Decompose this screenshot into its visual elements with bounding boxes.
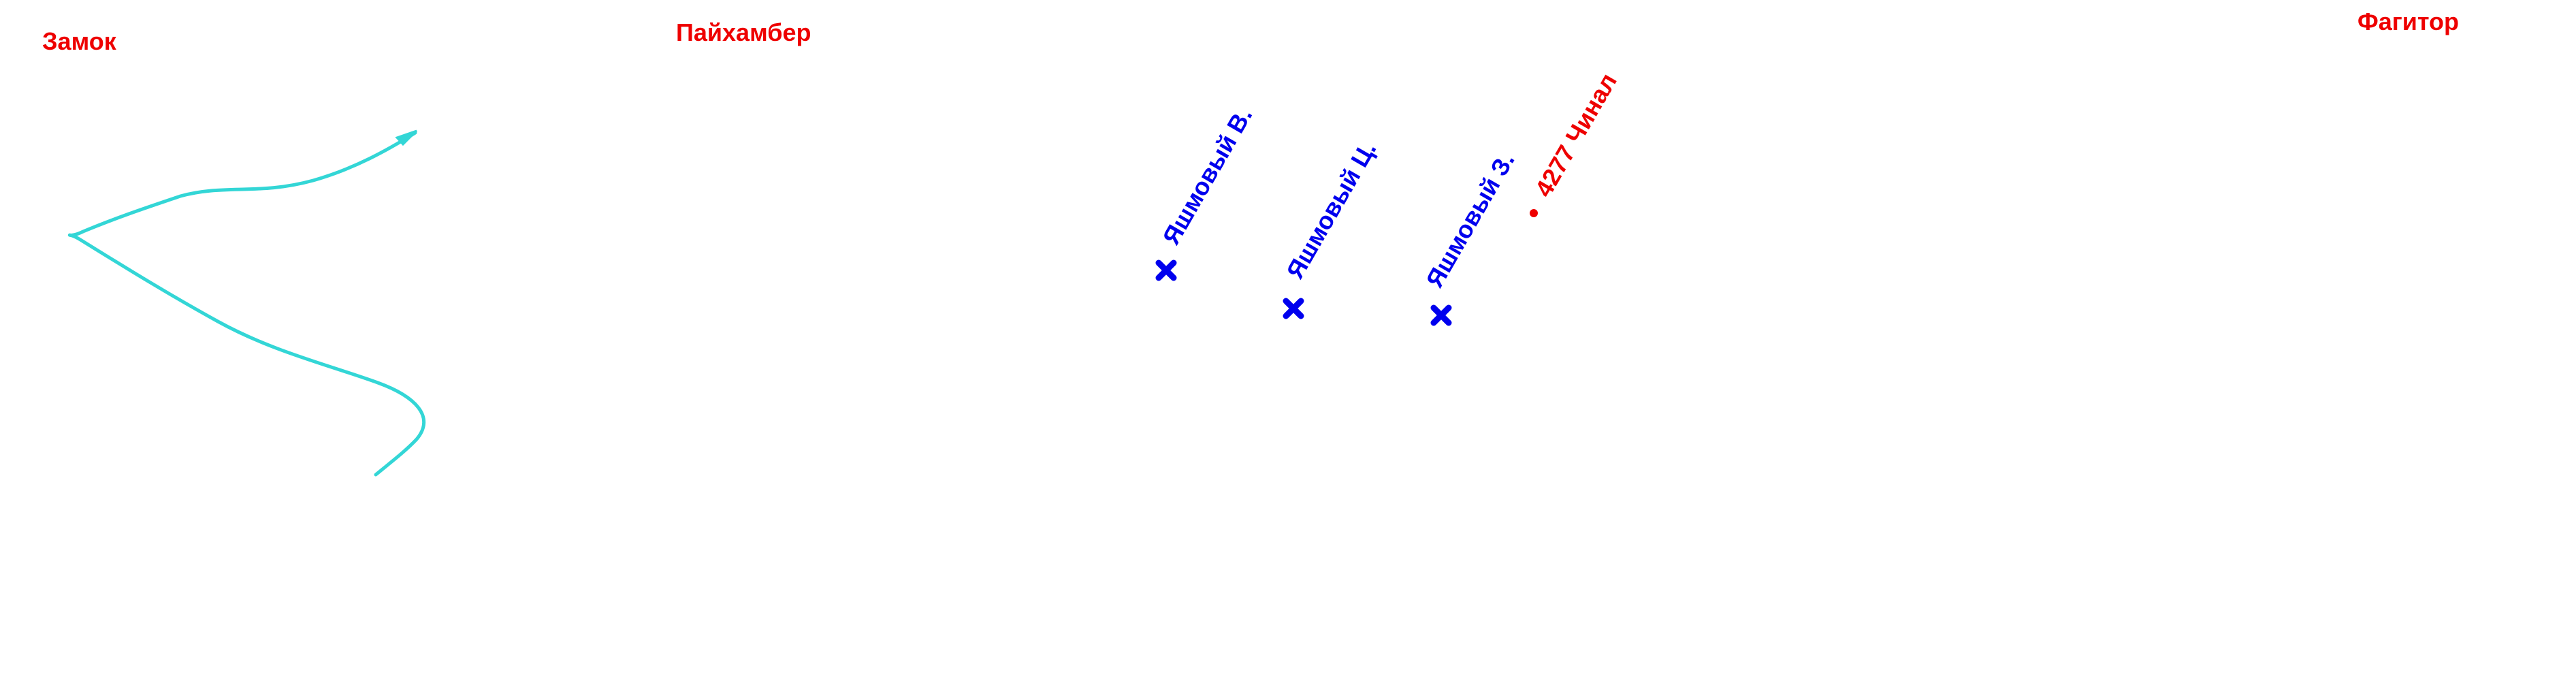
dot-marker-icon <box>1530 209 1538 217</box>
peak-marker-v: Яшмовый В. <box>1155 103 1257 281</box>
peak-marker-ts: Яшмовый Ц. <box>1281 136 1382 319</box>
region-label-zamok: Замок <box>42 27 117 55</box>
peak-label-z: Яшмовый З. <box>1420 148 1519 292</box>
elevation-point-chinal: 4277 Чинал <box>1529 68 1622 217</box>
cross-marker-icon <box>1283 298 1304 319</box>
peak-label-ts: Яшмовый Ц. <box>1281 136 1381 283</box>
region-label-payhamber: Пайхамбер <box>676 18 811 46</box>
cross-marker-icon <box>1430 304 1452 326</box>
route-arrow-icon <box>395 129 418 146</box>
elevation-label-chinal: 4277 Чинал <box>1529 68 1622 202</box>
cross-marker-icon <box>1155 259 1177 281</box>
peak-label-v: Яшмовый В. <box>1157 103 1257 249</box>
peak-marker-z: Яшмовый З. <box>1420 148 1520 326</box>
region-label-fagitor: Фагитор <box>2357 7 2459 35</box>
route-line <box>67 129 426 477</box>
